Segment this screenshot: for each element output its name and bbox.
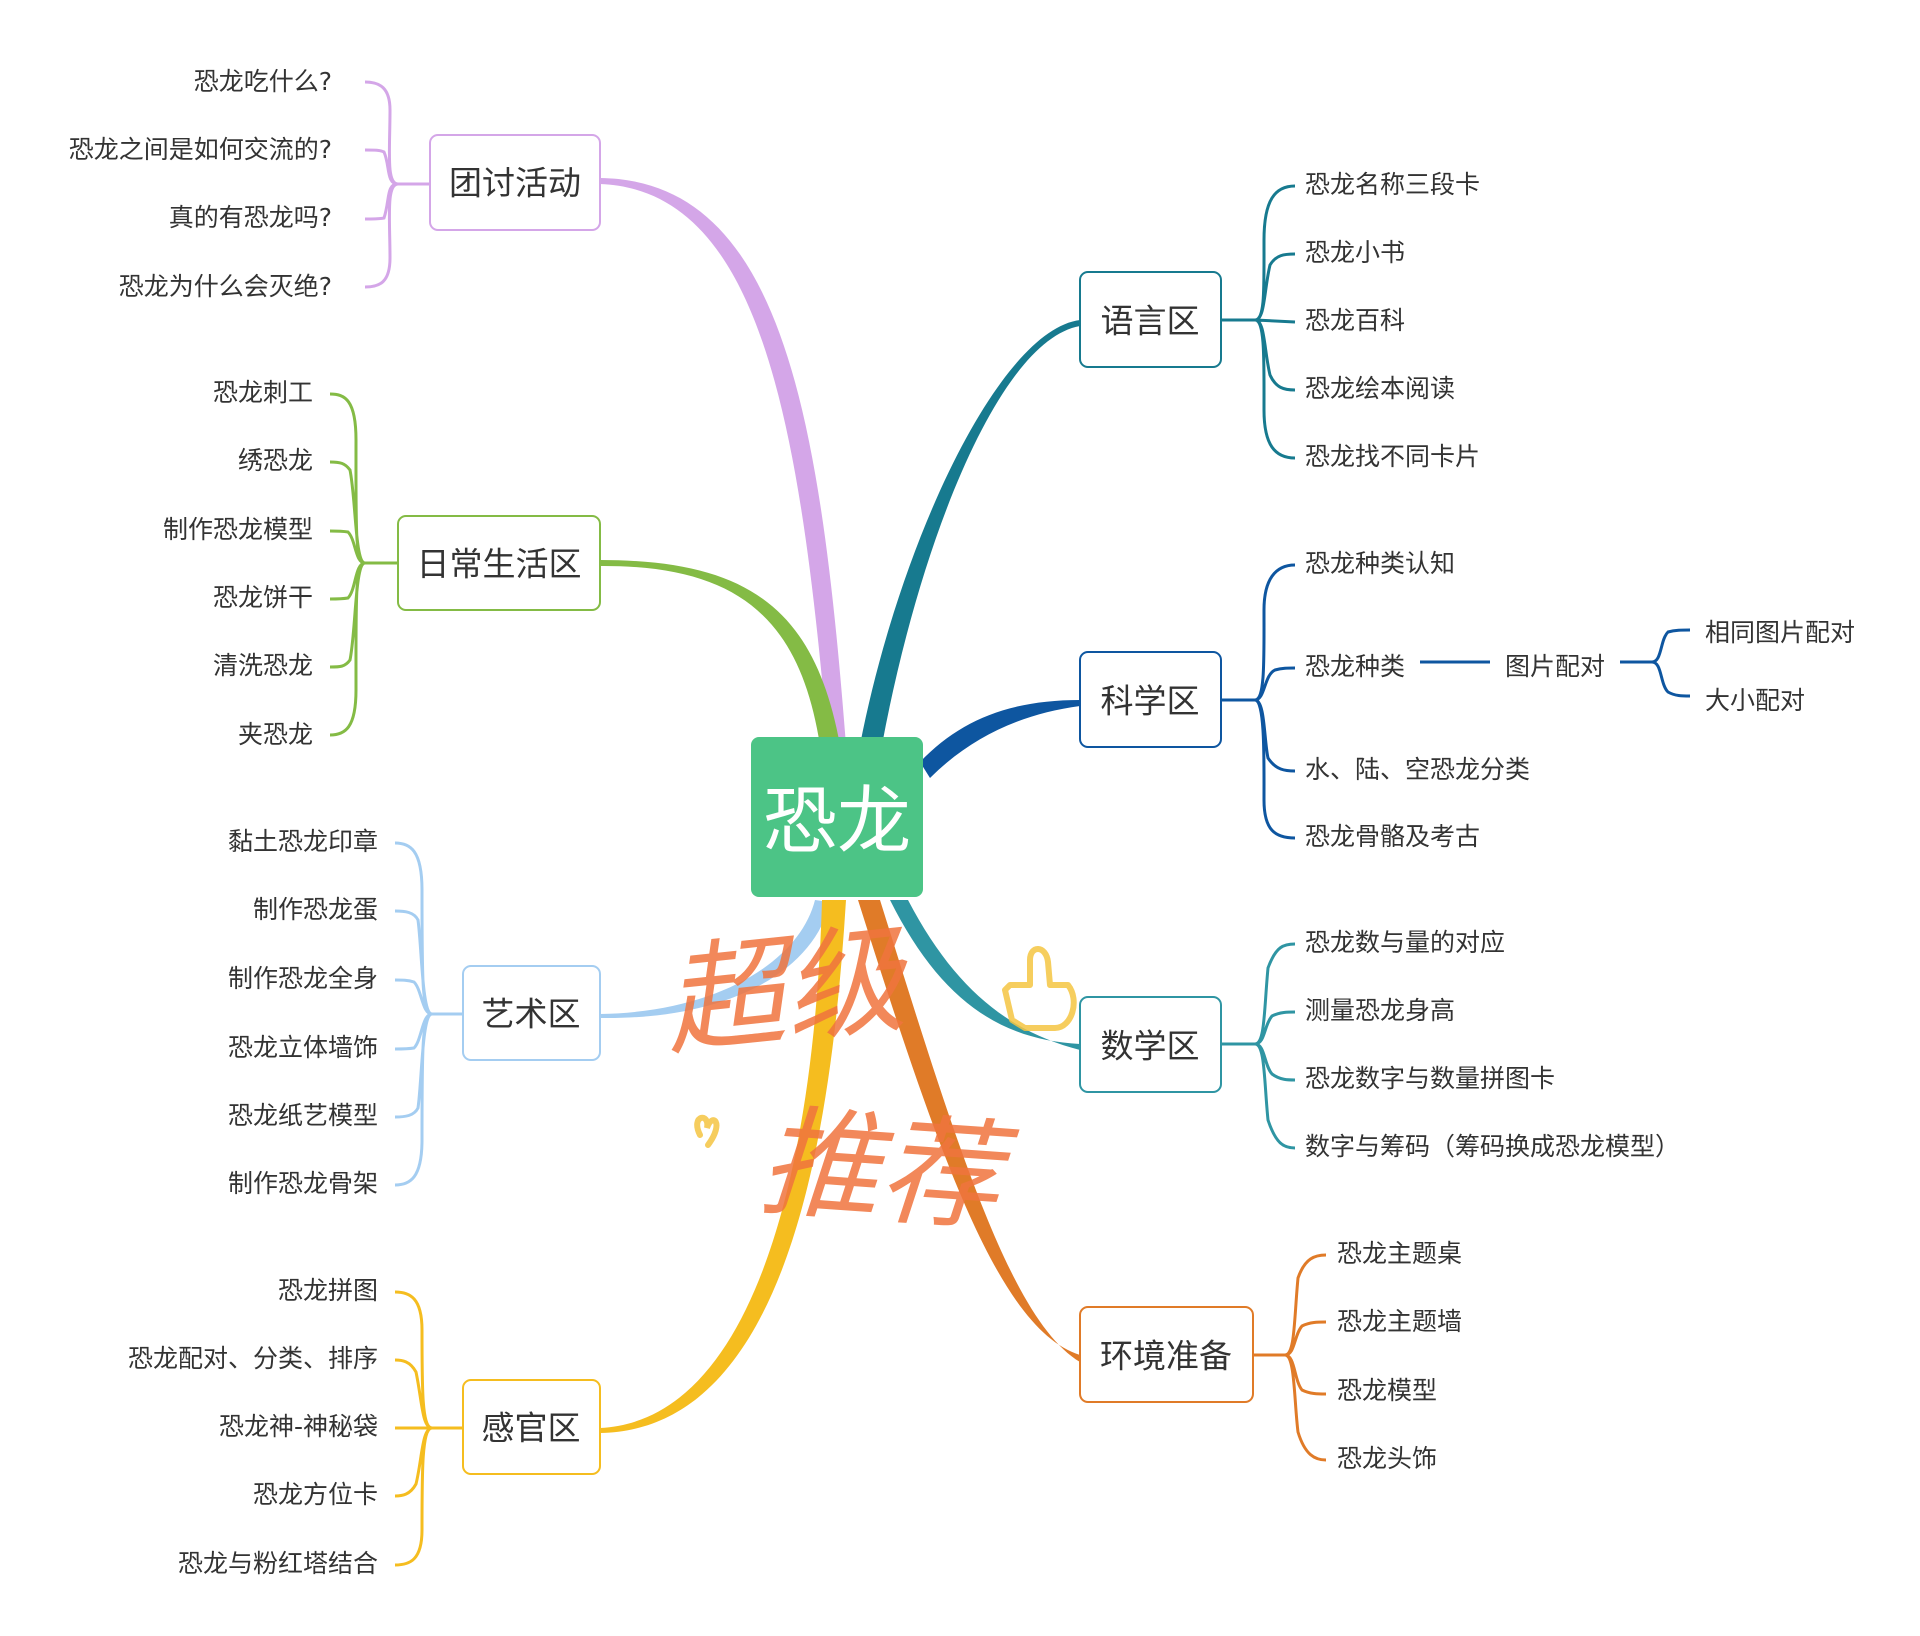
leaf-yishu-2[interactable]: 制作恐龙蛋 (253, 895, 378, 924)
leaf-richang-3[interactable]: 制作恐龙模型 (163, 515, 313, 544)
leaf-kexue-1[interactable]: 恐龙种类认知 (1305, 549, 1455, 578)
leaf-huanjing-3[interactable]: 恐龙模型 (1337, 1376, 1437, 1405)
leaf-yuyan-2[interactable]: 恐龙小书 (1305, 238, 1405, 267)
branch-connector-shuxue (890, 900, 1080, 1050)
leaf-yishu-6[interactable]: 制作恐龙骨架 (228, 1169, 378, 1198)
leaf-yuyan-3[interactable]: 恐龙百科 (1305, 306, 1405, 335)
branch-connector-tuantao (600, 178, 846, 745)
branch-shuxue[interactable]: 数学区 (1079, 996, 1222, 1093)
leaf-connector-huanjing (1253, 1253, 1327, 1462)
branch-label-shuxue: 数学区 (1101, 1027, 1200, 1066)
handwriting-chaoji: 超级 (658, 910, 917, 1074)
leaf-connector-ganguan (394, 1290, 463, 1567)
leaf-kexue-sub[interactable]: 图片配对 (1505, 652, 1605, 681)
leaf-yuyan-4[interactable]: 恐龙绘本阅读 (1305, 374, 1455, 403)
leaf-shuxue-4[interactable]: 数字与筹码（筹码换成恐龙模型） (1305, 1132, 1680, 1161)
leaf-richang-2[interactable]: 绣恐龙 (238, 446, 313, 475)
central-topic-box[interactable] (751, 737, 923, 897)
branch-kexue[interactable]: 科学区 (1079, 651, 1222, 748)
leaf-richang-6[interactable]: 夹恐龙 (238, 720, 313, 749)
branch-connector-yuyan (860, 320, 1080, 745)
leaf-connector-kexue (1221, 563, 1691, 840)
branch-ganguan[interactable]: 感官区 (462, 1379, 601, 1475)
branch-connector-ganguan (600, 900, 846, 1433)
leaf-connector-tuantao (364, 80, 430, 289)
leaf-yishu-1[interactable]: 黏土恐龙印章 (228, 827, 378, 856)
branch-connector-yishu (600, 900, 830, 1019)
branch-label-tuantao: 团讨活动 (449, 164, 581, 203)
branch-label-ganguan: 感官区 (482, 1409, 581, 1448)
branch-label-yuyan: 语言区 (1101, 302, 1200, 341)
leaf-shuxue-2[interactable]: 测量恐龙身高 (1305, 996, 1455, 1025)
branch-label-richang: 日常生活区 (417, 545, 582, 584)
leaf-connector-yishu (394, 841, 463, 1187)
leaf-yuyan-1[interactable]: 恐龙名称三段卡 (1305, 170, 1480, 199)
branch-label-huanjing: 环境准备 (1100, 1337, 1232, 1376)
central-topic-label: 恐龙 (763, 779, 911, 865)
leaf-shuxue-1[interactable]: 恐龙数与量的对应 (1305, 928, 1505, 957)
leaf-huanjing-2[interactable]: 恐龙主题墙 (1337, 1307, 1462, 1336)
leaf-kexue-4[interactable]: 恐龙骨骼及考古 (1305, 822, 1480, 851)
leaf-tuantao-2[interactable]: 恐龙之间是如何交流的? (69, 135, 332, 164)
leaf-kexue-sub-2[interactable]: 大小配对 (1705, 686, 1805, 715)
leaf-richang-4[interactable]: 恐龙饼干 (213, 583, 313, 612)
leaf-ganguan-5[interactable]: 恐龙与粉红塔结合 (178, 1549, 378, 1578)
leaf-kexue-2[interactable]: 恐龙种类 (1305, 652, 1405, 681)
leaf-tuantao-4[interactable]: 恐龙为什么会灭绝? (119, 272, 332, 301)
heart-icon (694, 1114, 720, 1148)
leaf-shuxue-3[interactable]: 恐龙数字与数量拼图卡 (1305, 1064, 1555, 1093)
leaf-huanjing-1[interactable]: 恐龙主题桌 (1337, 1239, 1462, 1268)
leaf-ganguan-2[interactable]: 恐龙配对、分类、排序 (128, 1344, 378, 1373)
branch-yuyan[interactable]: 语言区 (1079, 271, 1222, 368)
leaf-yishu-4[interactable]: 恐龙立体墙饰 (228, 1033, 378, 1062)
leaf-ganguan-1[interactable]: 恐龙拼图 (278, 1276, 378, 1305)
leaf-connector-richang (329, 392, 398, 737)
leaf-richang-1[interactable]: 恐龙刺工 (213, 378, 313, 407)
branch-connector-kexue (920, 700, 1080, 778)
leaf-yishu-3[interactable]: 制作恐龙全身 (228, 964, 378, 993)
branch-label-kexue: 科学区 (1101, 682, 1200, 721)
branch-connector-richang (600, 560, 840, 745)
leaf-richang-5[interactable]: 清洗恐龙 (213, 651, 313, 680)
leaf-tuantao-1[interactable]: 恐龙吃什么? (194, 67, 332, 96)
leaf-kexue-3[interactable]: 水、陆、空恐龙分类 (1305, 755, 1530, 784)
handwriting-annotation: 超级 推荐 (658, 910, 1077, 1250)
branch-huanjing[interactable]: 环境准备 (1079, 1306, 1254, 1403)
branch-yishu[interactable]: 艺术区 (462, 965, 601, 1061)
leaf-ganguan-3[interactable]: 恐龙神-神秘袋 (219, 1412, 378, 1441)
branch-connector-huanjing (858, 900, 1080, 1362)
leaf-ganguan-4[interactable]: 恐龙方位卡 (253, 1480, 378, 1509)
leaf-tuantao-3[interactable]: 真的有恐龙吗? (169, 203, 332, 232)
leaf-yishu-5[interactable]: 恐龙纸艺模型 (228, 1101, 378, 1130)
handwriting-tuijian: 推荐 (755, 1093, 1021, 1250)
leaf-huanjing-4[interactable]: 恐龙头饰 (1337, 1444, 1437, 1473)
leaf-kexue-sub-1[interactable]: 相同图片配对 (1705, 618, 1855, 647)
branch-tuantao[interactable]: 团讨活动 (429, 134, 601, 231)
branch-richang[interactable]: 日常生活区 (397, 515, 601, 611)
leaf-connector-yuyan (1221, 184, 1296, 460)
branch-label-yishu: 艺术区 (482, 995, 581, 1034)
thumbs-up-icon (1002, 946, 1077, 1031)
leaf-connector-shuxue (1221, 942, 1296, 1150)
leaf-yuyan-5[interactable]: 恐龙找不同卡片 (1305, 442, 1480, 471)
